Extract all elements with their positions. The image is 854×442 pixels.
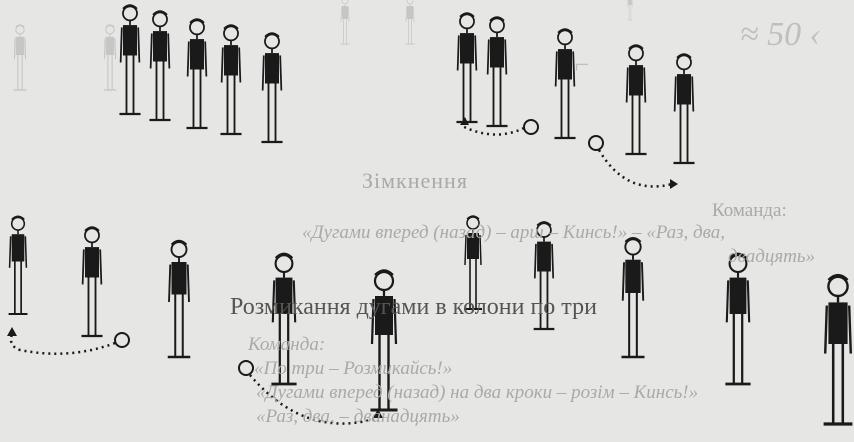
column-top-left bbox=[119, 5, 282, 142]
command2-line-1: «По три – Розмикайсь!» bbox=[254, 358, 452, 380]
heading: Зімкнення bbox=[362, 168, 468, 194]
column-top-right bbox=[456, 13, 694, 189]
command-line-2: двадцять» bbox=[728, 246, 815, 268]
command-line-1: «Дугами вперед (назад) – арш – Кинсь!» –… bbox=[302, 222, 725, 244]
command2-line-2: «Дугами вперед (назад) на два кроки – ро… bbox=[256, 382, 698, 404]
section-heading: Розмикання дугами в колони по три bbox=[230, 294, 597, 321]
bleed-figures bbox=[14, 0, 633, 90]
command2-line-3: «Раз, два, – дванадцять» bbox=[256, 406, 460, 428]
command-label: Команда: bbox=[712, 200, 787, 222]
command2-label: Команда: bbox=[248, 334, 325, 356]
